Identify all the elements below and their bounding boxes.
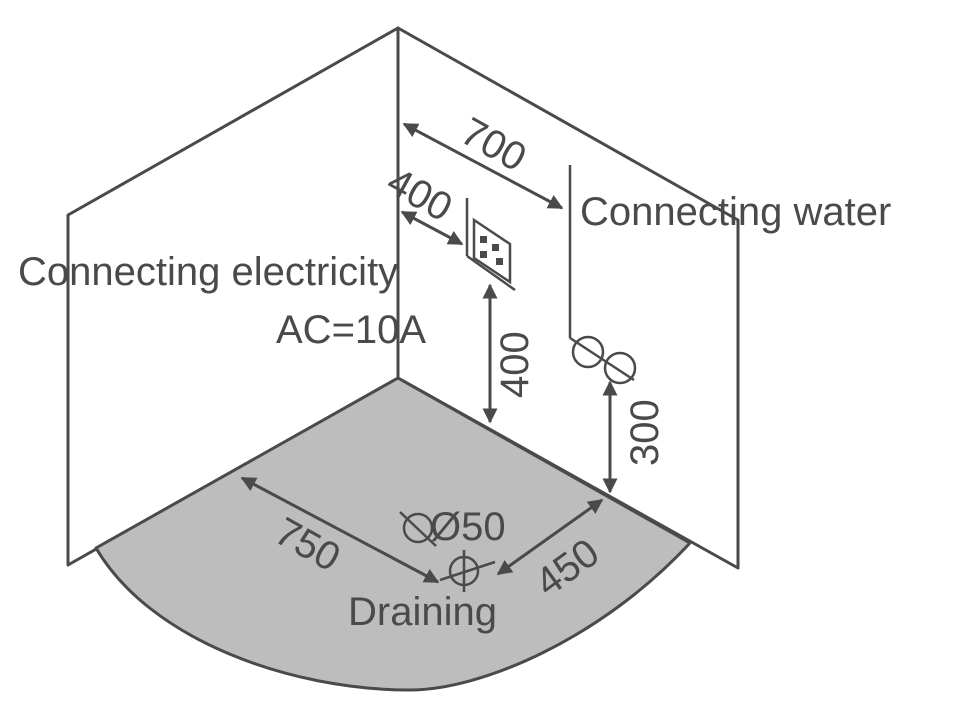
diameter-icon [399,511,437,547]
dim-300-height: 300 [623,399,667,466]
dim-arrow-750 [240,476,440,584]
current-label: AC=10A [276,308,426,352]
dim-arrow-400-offset [400,210,464,246]
dim-arrow-450 [496,498,604,576]
dim-400-height: 400 [493,331,537,398]
draining-label: Draining [348,590,497,634]
dim-arrow-700 [402,122,564,210]
drain-diameter-label: Ø50 [430,505,506,549]
water-valve-icon [568,165,637,385]
electricity-label: Connecting electricity [18,250,398,294]
drain-icon [439,550,496,592]
water-label: Connecting water [580,190,891,234]
